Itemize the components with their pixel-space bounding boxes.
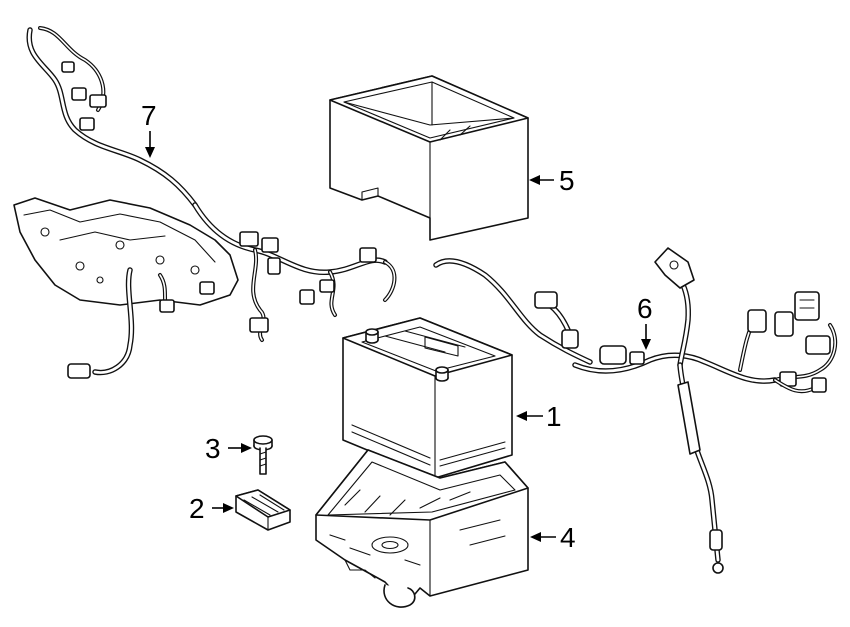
callout-3: 3 [205,433,252,464]
bolt [253,435,273,475]
callout-number-2: 2 [189,493,205,524]
battery [342,317,513,479]
engine-wiring-harness [13,26,397,379]
callout-6: 6 [637,293,653,350]
callout-number-6: 6 [637,293,653,324]
battery-tray [315,449,529,608]
battery-cable [433,247,838,574]
callout-1: 1 [516,401,562,432]
callout-4: 4 [530,522,576,553]
callout-number-3: 3 [205,433,221,464]
callout-7: 7 [141,100,157,158]
callout-5: 5 [529,165,575,196]
callout-number-5: 5 [559,165,575,196]
callout-number-7: 7 [141,100,157,131]
callout-number-4: 4 [560,522,576,553]
callout-2: 2 [189,493,234,524]
callout-number-1: 1 [546,401,562,432]
battery-insulator [235,489,291,531]
battery-cover [329,75,529,241]
